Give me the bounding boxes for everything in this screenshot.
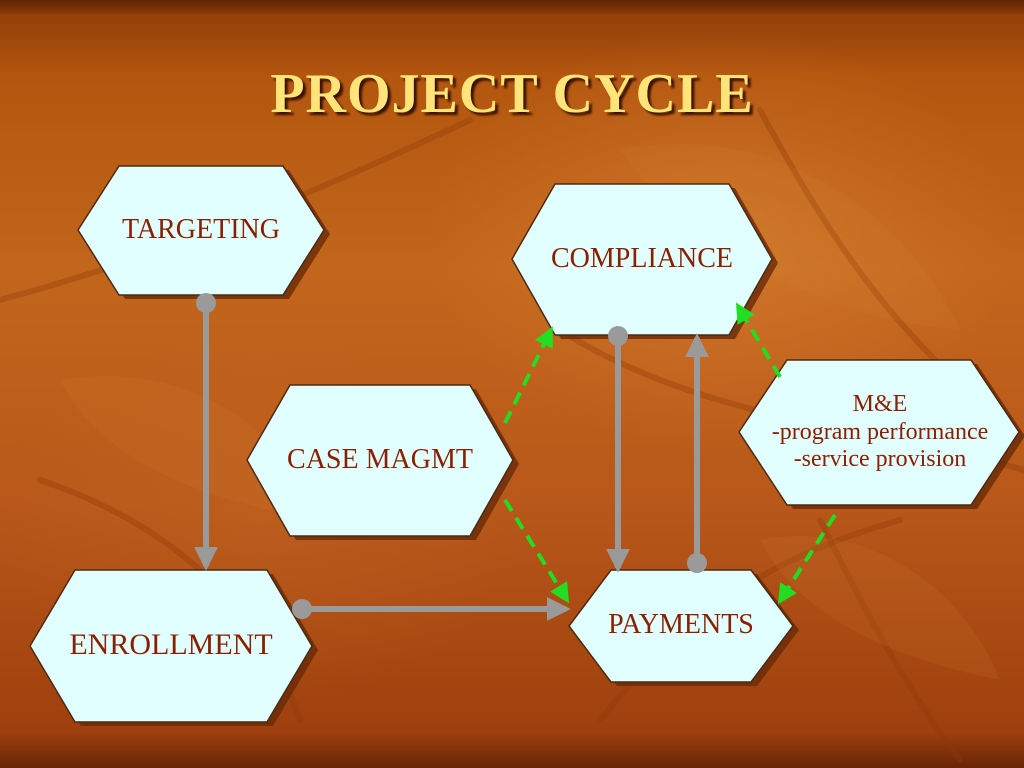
hex-me-line-service: -service provision	[794, 446, 967, 472]
dashed-arrow-case-to-compliance	[503, 326, 553, 424]
hex-me-title: M&E	[853, 391, 908, 417]
hex-targeting[interactable]: TARGETING	[77, 165, 330, 299]
hex-payments-label: PAYMENTS	[608, 609, 754, 640]
hex-me-line-performance: -program performance	[772, 419, 989, 445]
hex-compliance-label: COMPLIANCE	[551, 243, 733, 274]
dashed-arrow-case-to-payments	[503, 498, 570, 604]
arrow-compliance-to-payments	[606, 326, 630, 573]
hex-enrollment[interactable]: ENROLLMENT	[29, 569, 318, 726]
bottom-band	[0, 732, 1024, 768]
hex-case-magmt[interactable]: CASE MAGMT	[246, 384, 519, 540]
dashed-arrow-me-to-payments	[777, 513, 837, 605]
top-band	[0, 0, 1024, 14]
hex-case-magmt-label: CASE MAGMT	[287, 444, 473, 475]
hex-enrollment-label: ENROLLMENT	[69, 628, 272, 661]
hex-me[interactable]: M&E -program performance -service provis…	[738, 359, 1024, 509]
hex-payments[interactable]: PAYMENTS	[568, 569, 799, 686]
arrow-enrollment-to-payments	[292, 597, 571, 621]
hex-compliance[interactable]: COMPLIANCE	[511, 183, 778, 339]
arrow-payments-to-compliance	[685, 333, 709, 573]
dashed-arrow-me-to-compliance	[735, 302, 782, 379]
arrow-targeting-to-enrollment	[194, 293, 218, 571]
hex-targeting-label: TARGETING	[122, 214, 280, 245]
slide-title: PROJECT CYCLE	[270, 63, 754, 125]
